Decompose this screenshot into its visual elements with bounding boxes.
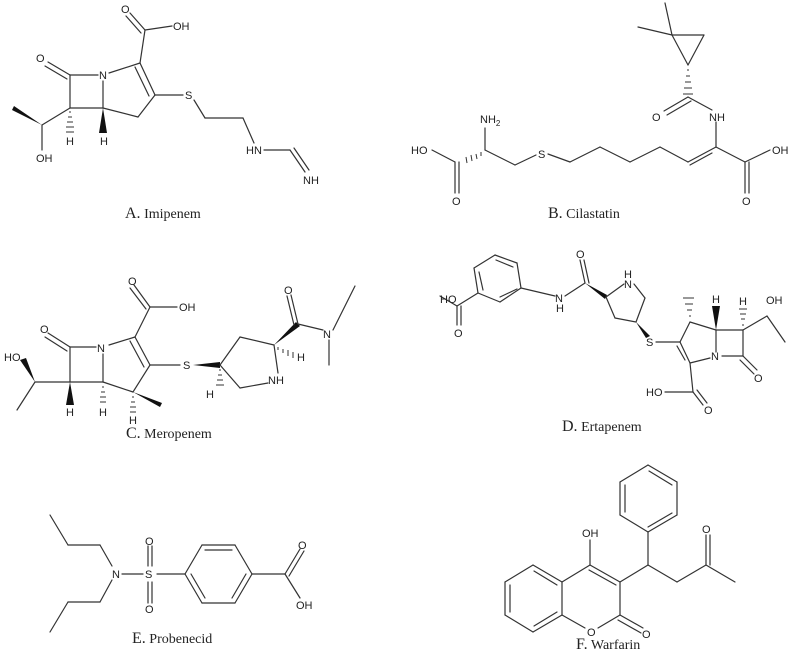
atom-o: O [702, 524, 711, 536]
atom-n: N [323, 329, 331, 341]
atom-ho: HO [411, 145, 428, 157]
atom-s: S [646, 337, 653, 349]
atom-o: O [642, 629, 651, 641]
atom-h: H [297, 352, 305, 364]
structure-cilastatin: NH2 S HO O O NH OH O [411, 2, 789, 208]
atom-n: N [624, 279, 632, 291]
atom-o: O [36, 53, 45, 65]
atom-oh: OH [173, 21, 190, 33]
atom-nh2: NH2 [480, 114, 501, 128]
atom-n: N [555, 293, 563, 305]
atom-h: H [66, 136, 74, 148]
structure-imipenem: O N O OH S HN NH OH H H [12, 4, 319, 187]
structure-probenecid: N S O O O OH [49, 514, 313, 633]
atom-ho: HO [440, 294, 457, 306]
atom-o: O [284, 285, 293, 297]
atom-s: S [185, 90, 192, 102]
atom-o: O [128, 276, 137, 288]
atom-o: O [652, 112, 661, 124]
atom-nh: NH [268, 375, 284, 387]
structure-warfarin: OH O O O [504, 464, 736, 641]
atom-h: H [99, 407, 107, 419]
atom-o: O [704, 405, 713, 417]
atom-o: O [576, 249, 585, 261]
atom-h: H [66, 407, 74, 419]
atom-n: N [711, 351, 719, 363]
atom-o: O [742, 196, 751, 208]
atom-s: S [183, 360, 190, 372]
atom-o: O [298, 540, 307, 552]
atom-n: N [97, 343, 105, 355]
atom-h: H [556, 303, 564, 315]
caption-probenecid: E. Probenecid [132, 630, 213, 647]
atom-nh: NH [303, 175, 319, 187]
atom-o: O [40, 324, 49, 336]
structure-ertapenem: HO O N H O N H S H H OH N O HO O [439, 249, 786, 417]
atom-o: O [452, 196, 461, 208]
atom-oh: OH [296, 600, 313, 612]
atom-oh: OH [179, 302, 196, 314]
atom-ho: HO [4, 352, 21, 364]
caption-imipenem: A. Imipenem [125, 205, 201, 222]
atom-h: H [206, 389, 214, 401]
atom-oh: OH [772, 145, 789, 157]
atom-h: H [129, 415, 137, 427]
atom-oh: OH [582, 528, 599, 540]
atom-h: H [739, 296, 747, 308]
caption-warfarin: F. Warfarin [576, 636, 641, 653]
atom-oh: OH [766, 295, 783, 307]
atom-o: O [587, 627, 596, 639]
atom-oh: OH [36, 153, 53, 165]
atom-o: O [121, 4, 130, 16]
atom-h: H [100, 136, 108, 148]
atom-o: O [754, 373, 763, 385]
atom-ho: HO [646, 387, 663, 399]
caption-meropenem: C. Meropenem [126, 425, 212, 442]
atom-h: H [624, 269, 632, 281]
atom-nh: NH [709, 112, 725, 124]
atom-h: H [712, 294, 720, 306]
atom-s: S [145, 569, 152, 581]
caption-ertapenem: D. Ertapenem [562, 418, 642, 435]
atom-o: O [145, 604, 154, 616]
atom-o: O [145, 536, 154, 548]
atom-n: N [112, 569, 120, 581]
caption-cilastatin: B. Cilastatin [548, 205, 620, 222]
atom-o: O [454, 328, 463, 340]
atom-hn: HN [246, 145, 262, 157]
atom-s: S [538, 149, 545, 161]
structure-meropenem: O N O OH S HO H H H H H NH O N [4, 276, 356, 427]
atom-n: N [99, 70, 107, 82]
